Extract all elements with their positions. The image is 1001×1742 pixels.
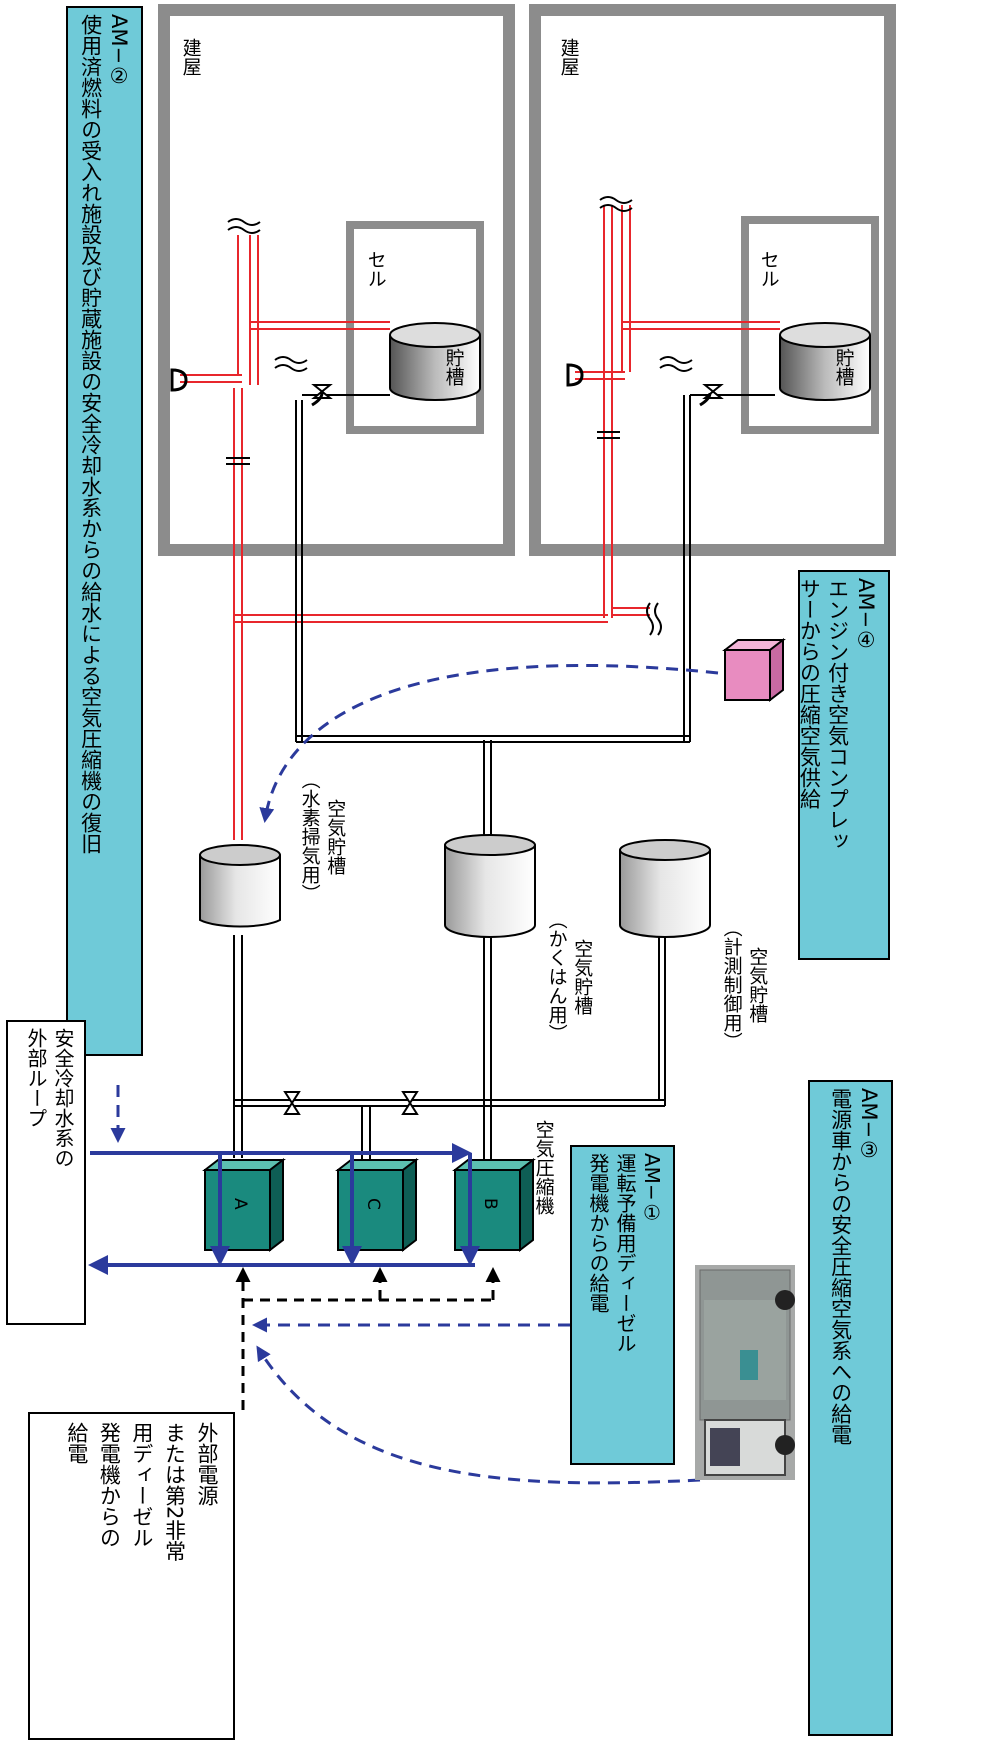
engine-compressor — [725, 640, 783, 700]
building1-label: 建屋 — [177, 38, 203, 76]
vessel1-label: 貯槽 — [440, 348, 466, 386]
unit-a-label: A — [228, 1198, 251, 1210]
tank-meas-label: 空気貯槽 （計測制御用） — [718, 918, 769, 1051]
power-lines — [243, 1270, 493, 1410]
am3-box: AM−③ 電源車からの安全圧縮空気系への給電 — [808, 1080, 893, 1736]
building-2 — [535, 10, 890, 550]
building-1 — [164, 10, 509, 550]
vessel2-label: 貯槽 — [830, 348, 856, 386]
building2-label: 建屋 — [555, 38, 581, 76]
red-pipe-breaks — [226, 432, 620, 464]
power-source-box: 外部電源 または第2非常 用ディーゼル 発電機からの 給電 — [28, 1412, 235, 1740]
am1-box: AM−① 運転予備用ディーゼル 発電機からの給電 — [570, 1145, 675, 1465]
vessel-2 — [780, 323, 870, 400]
am2-box: AM−② 使用済燃料の受入れ施設及び貯蔵施設の安全冷却水系からの給水による空気圧… — [66, 6, 143, 1056]
unit-b-label: B — [478, 1198, 501, 1210]
compressor-label: 空気圧縮機 — [530, 1120, 556, 1215]
air-tank-h2 — [200, 845, 280, 927]
air-tank-meas — [620, 840, 710, 937]
tank-stir-label: 空気貯槽 （かくはん用） — [543, 910, 594, 1043]
unit-c-label: C — [361, 1198, 384, 1210]
am4-box: AM−④ エンジン付き空気コンプレッ サーからの圧縮空気供給 — [798, 570, 890, 960]
tank-h2-label: 空気貯槽 （水素掃気用） — [296, 770, 347, 903]
cooling-loop-box: 安全冷却水系の 外部ループ — [6, 1020, 86, 1325]
power-vehicle-image — [695, 1265, 795, 1480]
vessel-1 — [390, 323, 480, 400]
cell2-label: セル — [755, 250, 781, 288]
air-tank-stir — [445, 835, 535, 937]
cell1-label: セル — [362, 250, 388, 288]
